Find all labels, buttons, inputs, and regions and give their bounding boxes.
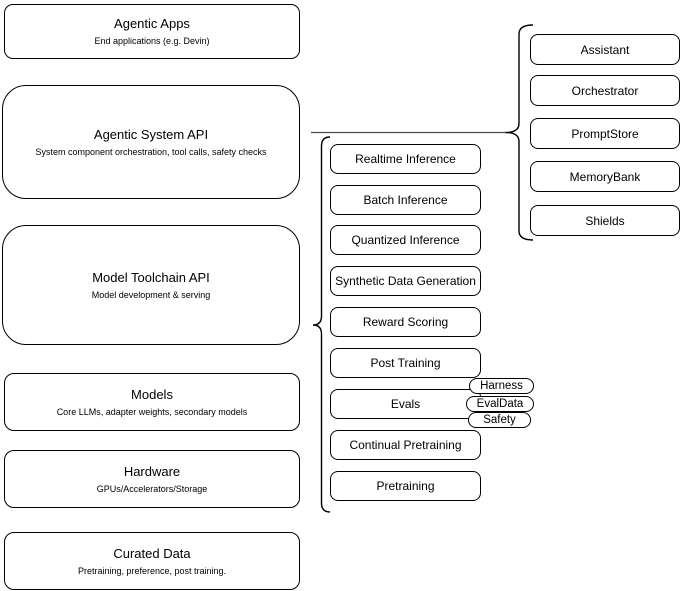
node-shields: Shields xyxy=(530,205,680,236)
node-memorybank: MemoryBank xyxy=(530,161,680,192)
node-title: Curated Data xyxy=(113,545,191,561)
node-agentic-apps: Agentic Apps End applications (e.g. Devi… xyxy=(4,4,300,59)
node-subtitle: System component orchestration, tool cal… xyxy=(35,146,267,157)
node-title: Agentic Apps xyxy=(114,16,190,31)
node-subtitle: Core LLMs, adapter weights, secondary mo… xyxy=(56,406,248,417)
node-subtitle: GPUs/Accelerators/Storage xyxy=(96,483,208,494)
node-orchestrator: Orchestrator xyxy=(530,75,680,106)
node-title: Model Toolchain API xyxy=(92,269,210,285)
node-reward-scoring: Reward Scoring xyxy=(330,307,481,337)
tag-harness: Harness xyxy=(469,378,534,394)
tag-safety: Safety xyxy=(468,412,531,428)
node-post-training: Post Training xyxy=(330,348,481,378)
node-model-toolchain-api: Model Toolchain API Model development & … xyxy=(2,225,300,345)
node-promptstore: PromptStore xyxy=(530,118,680,149)
node-title: Agentic System API xyxy=(93,126,209,142)
node-curated-data: Curated Data Pretraining, preference, po… xyxy=(4,532,300,590)
node-evals: Evals xyxy=(330,389,481,419)
node-subtitle: Model development & serving xyxy=(91,289,211,300)
node-pretraining: Pretraining xyxy=(330,471,481,501)
toolchain-brace xyxy=(312,136,331,513)
node-realtime-inference: Realtime Inference xyxy=(330,144,481,174)
node-synthetic-data-generation: Synthetic Data Generation xyxy=(330,266,481,296)
components-brace xyxy=(505,24,534,241)
node-continual-pretraining: Continual Pretraining xyxy=(330,430,481,460)
node-models: Models Core LLMs, adapter weights, secon… xyxy=(4,373,300,431)
node-batch-inference: Batch Inference xyxy=(330,185,481,215)
node-quantized-inference: Quantized Inference xyxy=(330,225,481,255)
node-agentic-system-api: Agentic System API System component orch… xyxy=(2,85,300,199)
node-subtitle: Pretraining, preference, post training. xyxy=(77,565,227,576)
node-title: Hardware xyxy=(123,463,181,479)
node-subtitle: End applications (e.g. Devin) xyxy=(94,36,210,46)
node-assistant: Assistant xyxy=(530,34,680,65)
tag-evaldata: EvalData xyxy=(466,396,534,412)
node-hardware: Hardware GPUs/Accelerators/Storage xyxy=(4,450,300,508)
node-title: Models xyxy=(131,386,173,402)
